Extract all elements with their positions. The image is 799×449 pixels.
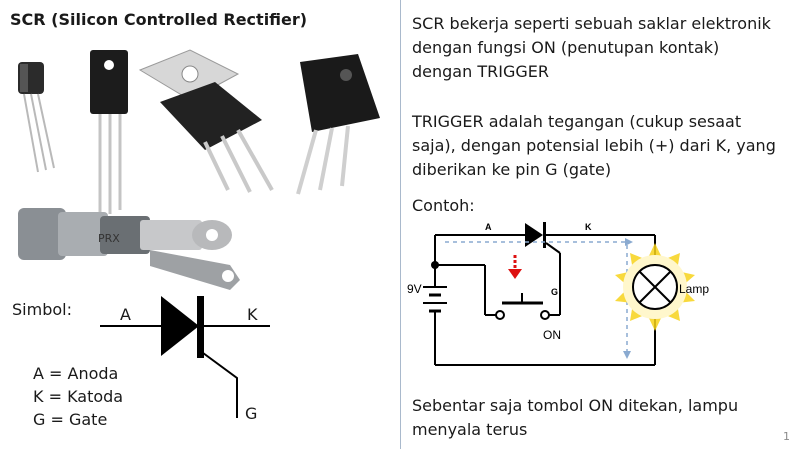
scr-component-photos: PRX [18, 49, 380, 290]
to247-package-image [296, 54, 380, 195]
scr-symbol [100, 296, 270, 418]
svg-text:PRX: PRX [98, 232, 120, 245]
symbol-label-anode: A [120, 305, 131, 324]
to126-package-image [90, 50, 128, 214]
pin-legend: A = Anoda K = Katoda G = Gate [33, 362, 123, 431]
circuit-scr-triangle [525, 223, 543, 247]
paragraph-conclusion: Sebentar saja tombol ON ditekan, lampu m… [412, 396, 739, 439]
gate-lead [198, 349, 238, 418]
lamp-label: Lamp [679, 282, 709, 296]
circuit-label-g: G [551, 287, 558, 297]
symbol-label-gate: G [245, 404, 258, 423]
paragraph-function: SCR bekerja seperti sebuah saklar elektr… [412, 14, 771, 81]
circuit-label-a: A [485, 222, 492, 232]
symbol-label-cathode: K [247, 305, 258, 324]
press-arrow-icon [508, 269, 522, 279]
legend-anode: A = Anoda [33, 364, 119, 383]
circuit-label-k: K [585, 222, 592, 232]
legend-gate: G = Gate [33, 410, 108, 429]
cathode-bar [197, 296, 204, 358]
slide-title: SCR (Silicon Controlled Rectifier) [10, 10, 308, 29]
battery-label: 9V [407, 282, 422, 296]
switch-label: ON [543, 328, 561, 342]
stud-mount-scr-image: PRX [18, 208, 240, 290]
scr-circuit-diagram: A K G 9V ON Lamp [407, 222, 709, 366]
diode-triangle [161, 296, 199, 356]
column-divider [400, 0, 401, 449]
contoh-label: Contoh: [412, 196, 475, 215]
simbol-label: Simbol: [12, 300, 72, 319]
to220-package-image [138, 49, 274, 193]
paragraph-trigger: TRIGGER adalah tegangan (cukup sesaat sa… [412, 112, 776, 179]
page-number: 1 [783, 430, 790, 443]
to92-package-image [18, 62, 55, 173]
legend-cathode: K = Katoda [33, 387, 124, 406]
